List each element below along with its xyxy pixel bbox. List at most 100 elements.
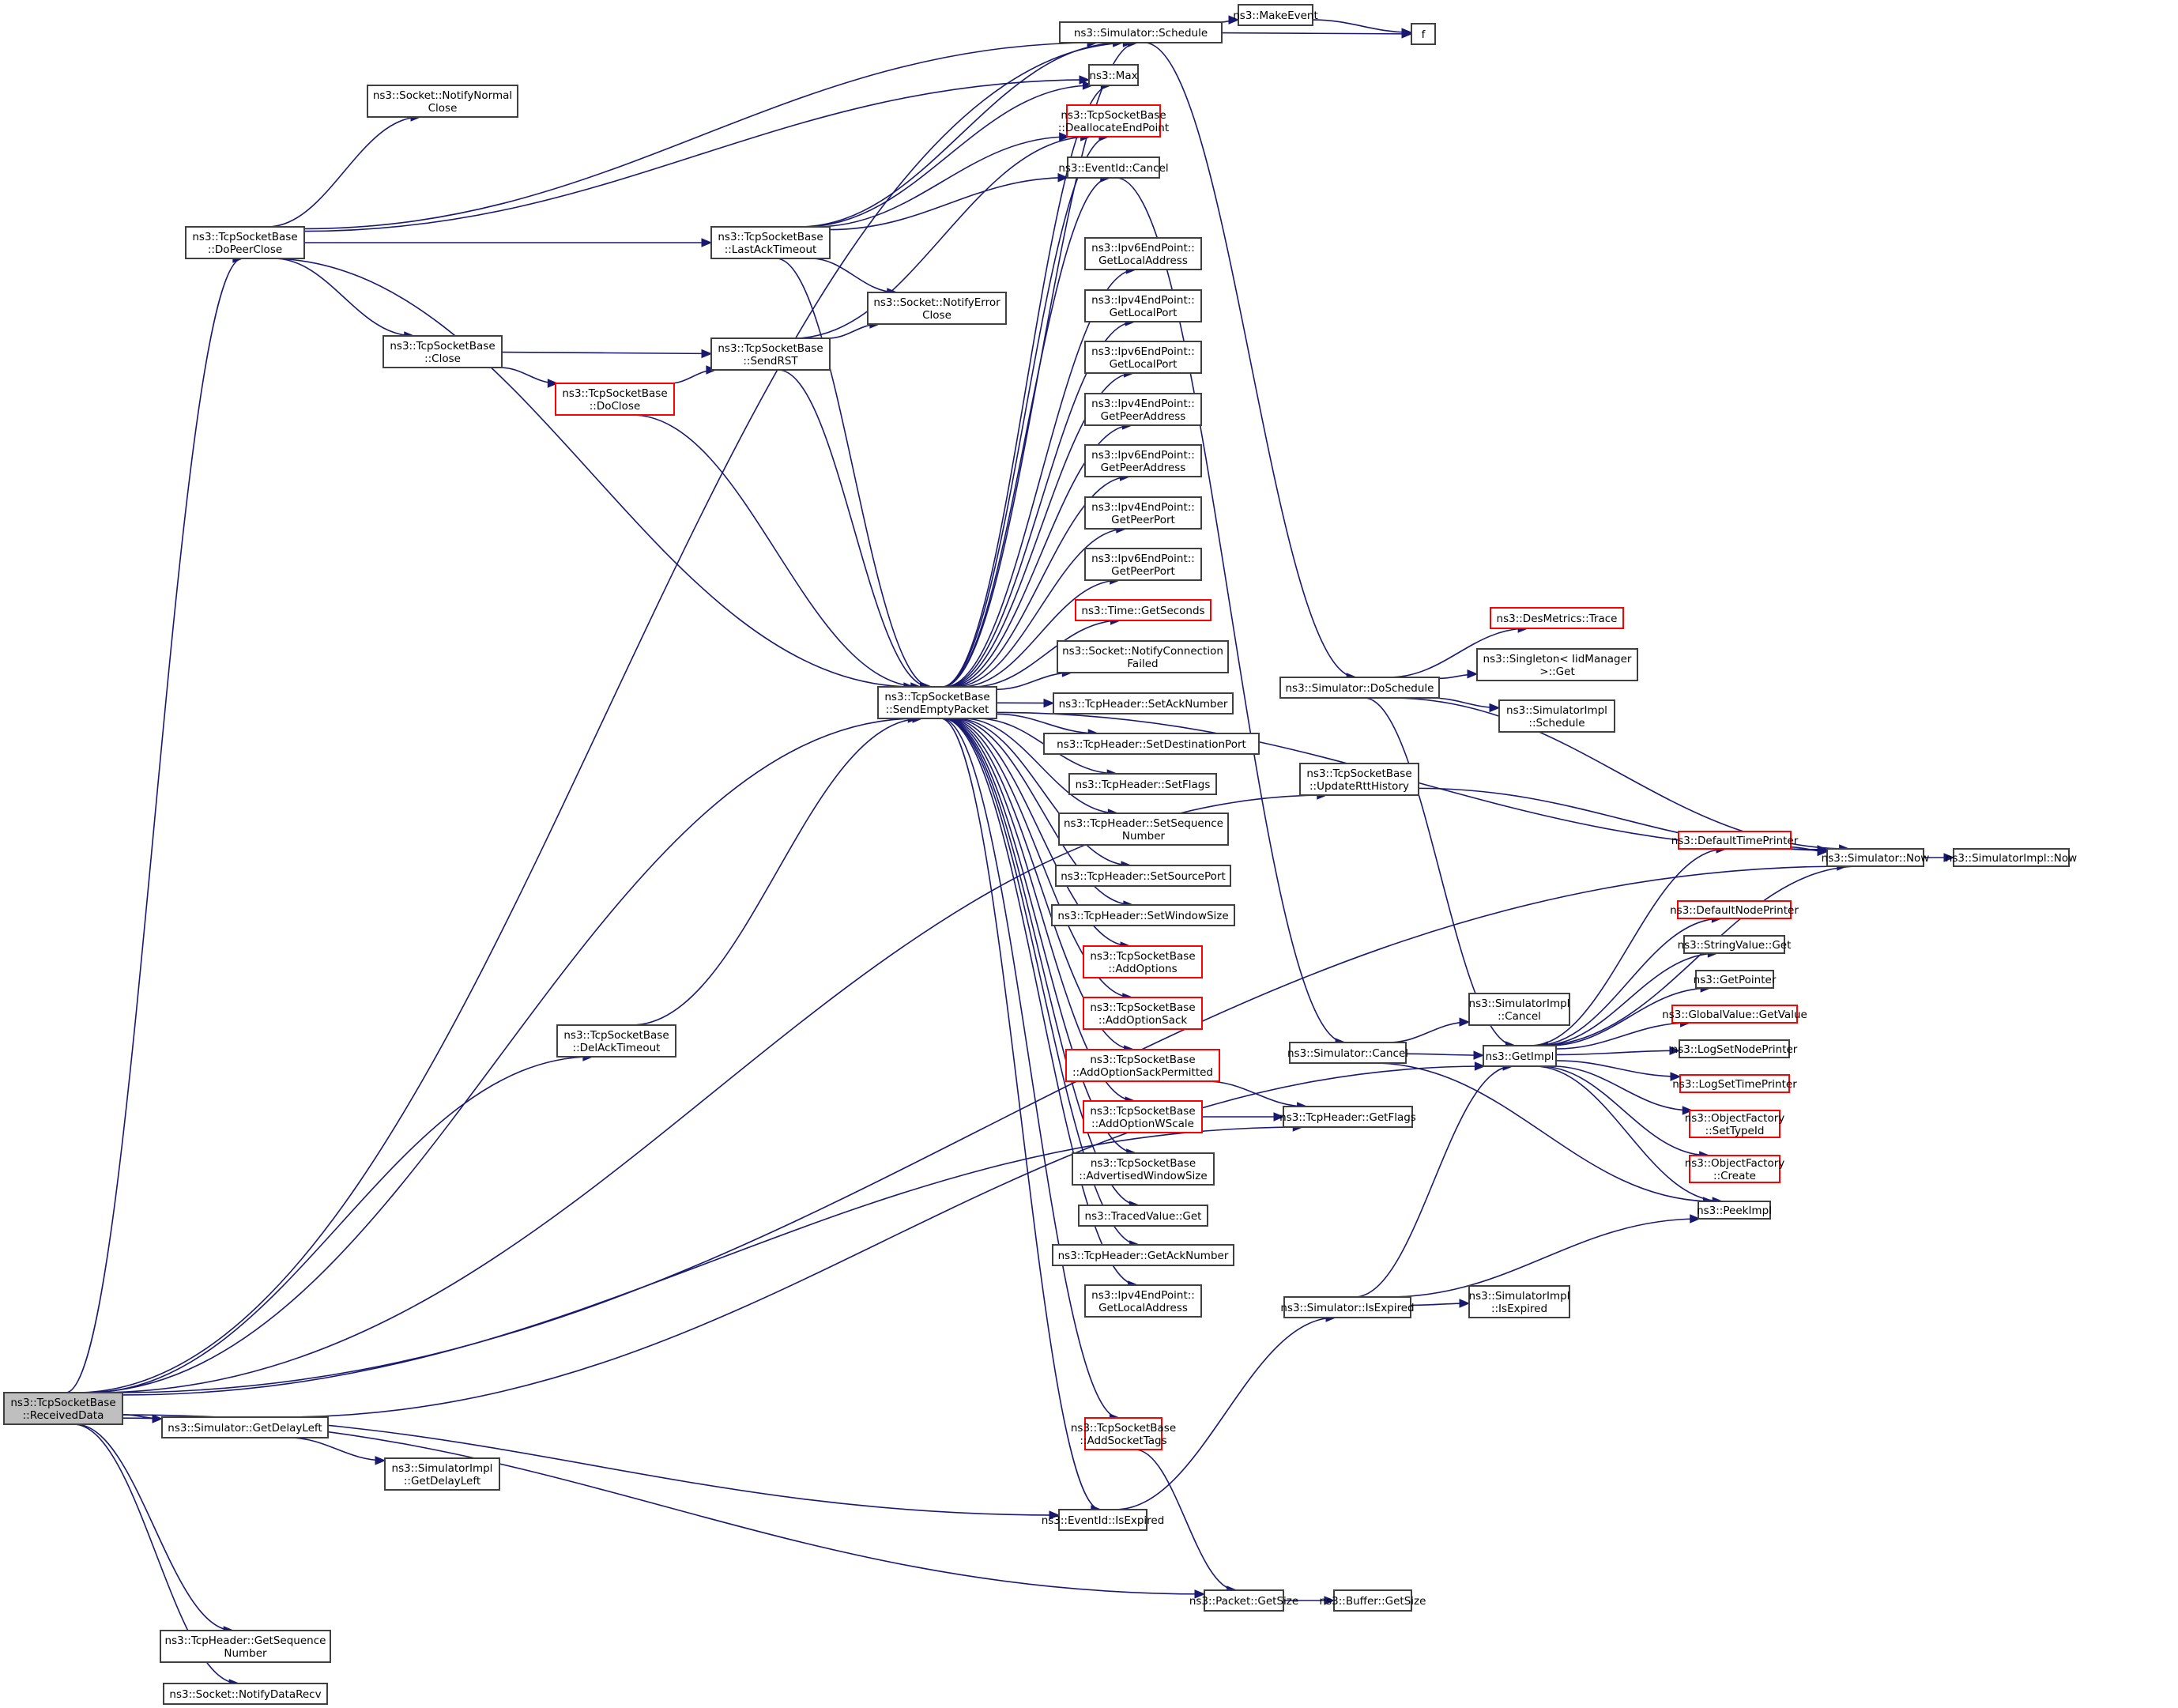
- node-box[interactable]: [1498, 699, 1615, 733]
- node-box[interactable]: [1084, 393, 1202, 426]
- node-ip4peerport[interactable]: ns3::Ipv4EndPoint::GetPeerPort: [1084, 496, 1202, 530]
- node-box[interactable]: [1677, 900, 1792, 919]
- node-implgetdelayleft[interactable]: ns3::SimulatorImpl::GetDelayLeft: [384, 1457, 500, 1491]
- node-box[interactable]: [161, 1416, 329, 1438]
- node-tracedget[interactable]: ns3::TracedValue::Get: [1078, 1205, 1208, 1227]
- node-box[interactable]: [1698, 1201, 1771, 1220]
- node-packetgetsize[interactable]: ns3::Packet::GetSize: [1189, 1589, 1298, 1612]
- node-box[interactable]: [1678, 831, 1792, 850]
- node-schedule[interactable]: ns3::Simulator::Schedule: [1059, 21, 1223, 43]
- node-notifydatarecv[interactable]: ns3::Socket::NotifyDataRecv: [163, 1683, 328, 1705]
- node-stringvalueget[interactable]: ns3::StringValue::Get: [1678, 935, 1792, 954]
- node-makeevent[interactable]: ns3::MakeEvent: [1233, 4, 1318, 26]
- node-ip6peeraddr[interactable]: ns3::Ipv6EndPoint::GetPeerAddress: [1084, 444, 1202, 477]
- node-setsrcport[interactable]: ns3::TcpHeader::SetSourcePort: [1055, 865, 1231, 887]
- node-doschedule[interactable]: ns3::Simulator::DoSchedule: [1279, 677, 1440, 699]
- node-box[interactable]: [1468, 1285, 1570, 1318]
- node-box[interactable]: [185, 226, 305, 259]
- node-ip6localaddr[interactable]: ns3::Ipv6EndPoint::GetLocalAddress: [1084, 237, 1202, 270]
- node-box[interactable]: [1067, 156, 1160, 179]
- node-dealloc[interactable]: ns3::TcpSocketBase::DeallocateEndPoint: [1058, 104, 1169, 138]
- node-box[interactable]: [1075, 599, 1211, 621]
- node-getacknum[interactable]: ns3::TcpHeader::GetAckNumber: [1052, 1244, 1234, 1266]
- node-simnow[interactable]: ns3::Simulator::Now: [1822, 848, 1930, 867]
- node-box[interactable]: [877, 686, 997, 719]
- node-sendrst[interactable]: ns3::TcpSocketBase::SendRST: [710, 337, 831, 371]
- node-box[interactable]: [1679, 1039, 1790, 1058]
- node-f[interactable]: f: [1411, 23, 1436, 45]
- node-peekimpl[interactable]: ns3::PeekImpl: [1697, 1201, 1772, 1220]
- node-ofcreate[interactable]: ns3::ObjectFactory::Create: [1685, 1155, 1785, 1183]
- node-box[interactable]: [1088, 64, 1139, 86]
- node-lastacktimeout[interactable]: ns3::TcpSocketBase::LastAckTimeout: [710, 226, 831, 259]
- node-getimpl[interactable]: ns3::GetImpl: [1483, 1045, 1557, 1067]
- node-buffergetsize[interactable]: ns3::Buffer::GetSize: [1320, 1589, 1426, 1612]
- node-box[interactable]: [1333, 1589, 1412, 1612]
- node-getseconds[interactable]: ns3::Time::GetSeconds: [1075, 599, 1211, 621]
- node-addoptionsack[interactable]: ns3::TcpSocketBase::AddOptionSack: [1083, 997, 1203, 1030]
- node-dopeerclose[interactable]: ns3::TcpSocketBase::DoPeerClose: [185, 226, 305, 259]
- node-box[interactable]: [1283, 1296, 1411, 1318]
- node-received[interactable]: ns3::TcpSocketBase::ReceivedData: [3, 1392, 123, 1425]
- node-box[interactable]: [1299, 763, 1419, 796]
- node-box[interactable]: [1078, 1205, 1208, 1227]
- node-box[interactable]: [1283, 1106, 1413, 1128]
- node-box[interactable]: [1058, 1509, 1147, 1531]
- node-box[interactable]: [555, 383, 675, 416]
- node-box[interactable]: [1689, 1110, 1780, 1138]
- node-logsetnodeprinter[interactable]: ns3::LogSetNodePrinter: [1671, 1039, 1798, 1058]
- node-simcancel[interactable]: ns3::Simulator::Cancel: [1287, 1042, 1408, 1064]
- node-box[interactable]: [1683, 935, 1785, 954]
- node-eventcancel[interactable]: ns3::EventId::Cancel: [1058, 156, 1169, 179]
- node-setflags[interactable]: ns3::TcpHeader::SetFlags: [1068, 773, 1217, 795]
- node-globalgetvalue[interactable]: ns3::GlobalValue::GetValue: [1662, 1005, 1807, 1024]
- node-sendempty[interactable]: ns3::TcpSocketBase::SendEmptyPacket: [877, 686, 997, 719]
- node-box[interactable]: [1289, 1042, 1407, 1064]
- node-box[interactable]: [1084, 237, 1202, 270]
- node-box[interactable]: [1043, 733, 1260, 755]
- node-box[interactable]: [1052, 1244, 1234, 1266]
- node-box[interactable]: [1059, 21, 1223, 43]
- node-box[interactable]: [1066, 104, 1161, 138]
- node-box[interactable]: [1055, 865, 1231, 887]
- node-box[interactable]: [1084, 444, 1202, 477]
- node-box[interactable]: [1689, 1155, 1780, 1183]
- node-box[interactable]: [710, 226, 831, 259]
- node-ip6peerport[interactable]: ns3::Ipv6EndPoint::GetPeerPort: [1084, 548, 1202, 581]
- node-box[interactable]: [1279, 677, 1440, 699]
- node-box[interactable]: [382, 335, 503, 368]
- node-simisexpired[interactable]: ns3::Simulator::IsExpired: [1280, 1296, 1415, 1318]
- node-box[interactable]: [556, 1024, 676, 1058]
- node-box[interactable]: [1953, 848, 2070, 867]
- node-box[interactable]: [1083, 997, 1203, 1030]
- node-destrace[interactable]: ns3::DesMetrics::Trace: [1490, 607, 1624, 629]
- node-defnodeprinter[interactable]: ns3::DefaultNodePrinter: [1670, 900, 1799, 919]
- node-box[interactable]: [1468, 993, 1570, 1026]
- node-box[interactable]: [1072, 1152, 1215, 1186]
- node-getpointer[interactable]: ns3::GetPointer: [1694, 970, 1777, 989]
- node-close[interactable]: ns3::TcpSocketBase::Close: [382, 335, 503, 368]
- node-box[interactable]: [1238, 4, 1313, 26]
- node-updatertt[interactable]: ns3::TcpSocketBase::UpdateRttHistory: [1299, 763, 1419, 796]
- node-setwinsize[interactable]: ns3::TcpHeader::SetWindowSize: [1051, 904, 1235, 926]
- node-ip4localaddr[interactable]: ns3::Ipv4EndPoint::GetLocalAddress: [1084, 1284, 1202, 1318]
- node-box[interactable]: [1490, 607, 1624, 629]
- node-box[interactable]: [1084, 341, 1202, 374]
- node-box[interactable]: [1084, 548, 1202, 581]
- node-box[interactable]: [867, 292, 1007, 325]
- node-box[interactable]: [1083, 1100, 1203, 1133]
- node-ofsettypeid[interactable]: ns3::ObjectFactory::SetTypeId: [1685, 1110, 1785, 1138]
- node-box[interactable]: [1411, 23, 1436, 45]
- node-box[interactable]: [163, 1683, 328, 1705]
- node-box[interactable]: [1671, 1005, 1798, 1024]
- node-implcancel[interactable]: ns3::SimulatorImpl::Cancel: [1468, 993, 1570, 1026]
- node-box[interactable]: [1057, 640, 1229, 673]
- node-addoptions[interactable]: ns3::TcpSocketBase::AddOptions: [1083, 945, 1203, 978]
- node-box[interactable]: [1476, 648, 1638, 681]
- node-setdestport[interactable]: ns3::TcpHeader::SetDestinationPort: [1043, 733, 1260, 755]
- node-box[interactable]: [1084, 289, 1202, 322]
- node-ip4localport[interactable]: ns3::Ipv4EndPoint::GetLocalPort: [1084, 289, 1202, 322]
